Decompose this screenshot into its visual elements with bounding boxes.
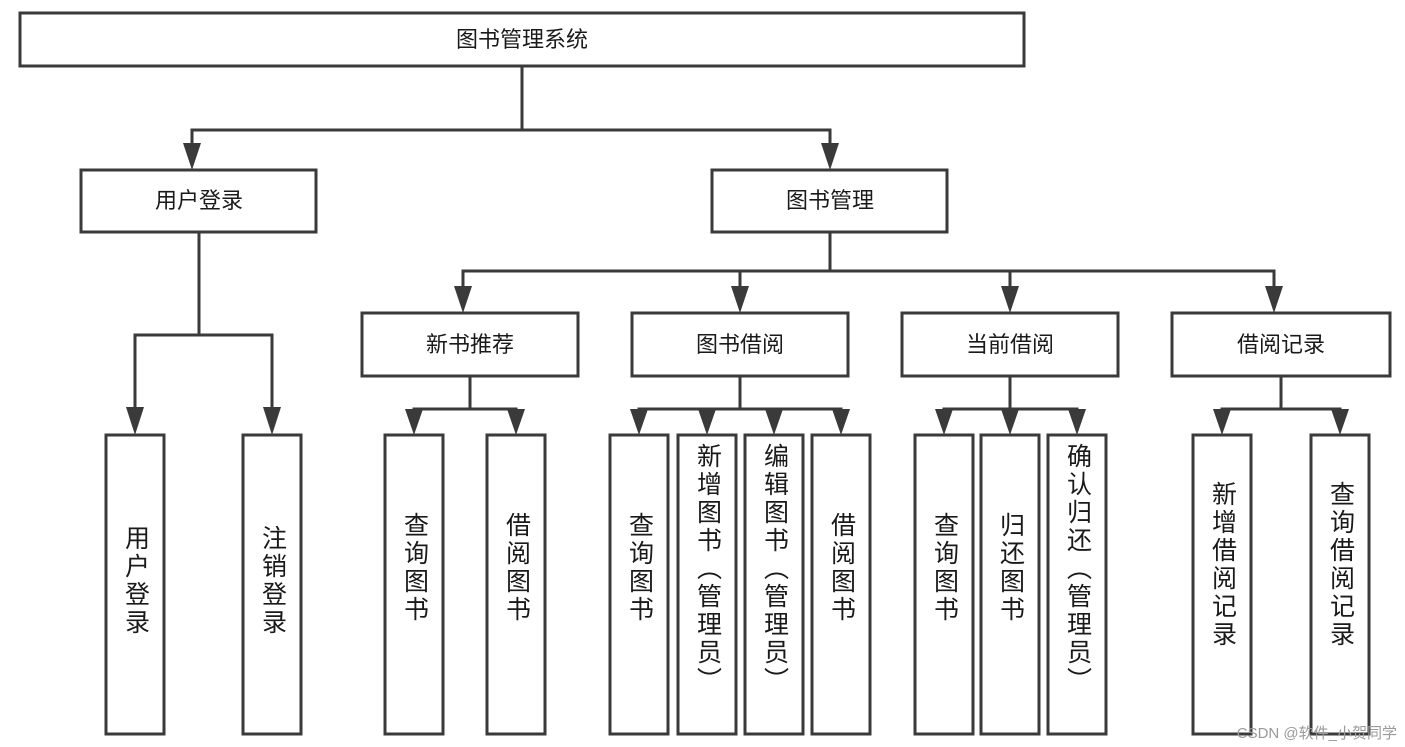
arrow-to-new-book-recommend bbox=[454, 286, 472, 313]
node-user-login[interactable]: 用户登录 bbox=[79, 168, 318, 234]
arrow-to-current-borrow bbox=[1001, 286, 1019, 313]
leaf-query-record-box[interactable] bbox=[1309, 433, 1371, 736]
node-current-borrow-box[interactable] bbox=[900, 311, 1120, 378]
link-userlogin-bus bbox=[133, 230, 274, 410]
node-root-label: 图书管理系统 bbox=[456, 27, 588, 52]
node-borrow-record-box[interactable] bbox=[1170, 311, 1392, 378]
leaf-edit-book-box[interactable] bbox=[743, 433, 805, 736]
link-newbook-bus bbox=[412, 374, 518, 414]
arrow-to-leaf-add-record bbox=[1213, 409, 1231, 435]
node-new-book-recommend[interactable]: 新书推荐 bbox=[360, 311, 580, 378]
node-new-book-recommend-label: 新书推荐 bbox=[426, 332, 514, 357]
arrow-to-book-borrow bbox=[731, 286, 749, 313]
node-book-manage-box[interactable] bbox=[710, 168, 949, 234]
csdn-watermark: CSDN @软件_小贺同学 bbox=[1236, 725, 1397, 742]
leaf-query-book-1-box[interactable] bbox=[383, 433, 445, 736]
node-borrow-record[interactable]: 借阅记录 bbox=[1170, 311, 1392, 378]
arrow-to-leaf-user-logout bbox=[263, 407, 281, 435]
node-root[interactable]: 图书管理系统 bbox=[18, 11, 1026, 68]
arrow-to-leaf-return-book bbox=[1001, 409, 1019, 435]
connectors bbox=[126, 64, 1349, 435]
link-bookmanage-bus bbox=[461, 230, 1276, 289]
link-bookborrow-bus bbox=[637, 374, 843, 414]
leaf-borrow-book-2-box[interactable] bbox=[810, 433, 872, 736]
arrow-to-leaf-user-login bbox=[126, 407, 144, 435]
leaf-query-book-3-box[interactable] bbox=[913, 433, 975, 736]
arrow-to-user-login bbox=[183, 143, 201, 170]
node-book-borrow-label: 图书借阅 bbox=[696, 332, 784, 357]
link-borrowrecord-bus bbox=[1220, 374, 1342, 414]
leaf-query-book-2-box[interactable] bbox=[608, 433, 670, 736]
arrow-to-leaf-query-record bbox=[1331, 409, 1349, 435]
link-currentborrow-bus bbox=[942, 374, 1079, 414]
node-book-borrow[interactable]: 图书借阅 bbox=[630, 311, 850, 378]
node-user-login-box[interactable] bbox=[79, 168, 318, 234]
node-borrow-record-label: 借阅记录 bbox=[1237, 332, 1325, 357]
node-user-login-label: 用户登录 bbox=[155, 188, 243, 213]
leaf-user-login-box[interactable] bbox=[104, 433, 166, 736]
node-current-borrow[interactable]: 当前借阅 bbox=[900, 311, 1120, 378]
arrow-to-leaf-borrow-book-1 bbox=[507, 409, 525, 435]
node-book-manage[interactable]: 图书管理 bbox=[710, 168, 949, 234]
leaf-confirm-return-box[interactable] bbox=[1046, 433, 1108, 736]
arrow-to-leaf-edit-book bbox=[765, 409, 783, 435]
arrow-to-book-manage bbox=[821, 143, 839, 170]
arrow-to-leaf-query-book-1 bbox=[405, 409, 423, 435]
arrow-to-leaf-add-book bbox=[698, 409, 716, 435]
leaf-add-record-box[interactable] bbox=[1191, 433, 1253, 736]
leaf-boxes bbox=[104, 433, 1371, 736]
node-new-book-recommend-box[interactable] bbox=[360, 311, 580, 378]
leaf-borrow-book-1-box[interactable] bbox=[485, 433, 547, 736]
arrow-to-leaf-confirm-return bbox=[1068, 409, 1086, 435]
arrow-to-leaf-borrow-book-2 bbox=[832, 409, 850, 435]
node-root-box[interactable] bbox=[18, 11, 1026, 68]
node-book-manage-label: 图书管理 bbox=[786, 188, 874, 213]
arrow-to-borrow-record bbox=[1265, 286, 1283, 313]
leaf-add-book-box[interactable] bbox=[676, 433, 738, 736]
link-root-bus bbox=[190, 64, 832, 148]
arrow-to-leaf-query-book-3 bbox=[935, 409, 953, 435]
node-current-borrow-label: 当前借阅 bbox=[966, 332, 1054, 357]
leaf-user-logout-box[interactable] bbox=[241, 433, 303, 736]
arrow-to-leaf-query-book-2 bbox=[630, 409, 648, 435]
leaf-return-book-box[interactable] bbox=[979, 433, 1041, 736]
node-book-borrow-box[interactable] bbox=[630, 311, 850, 378]
